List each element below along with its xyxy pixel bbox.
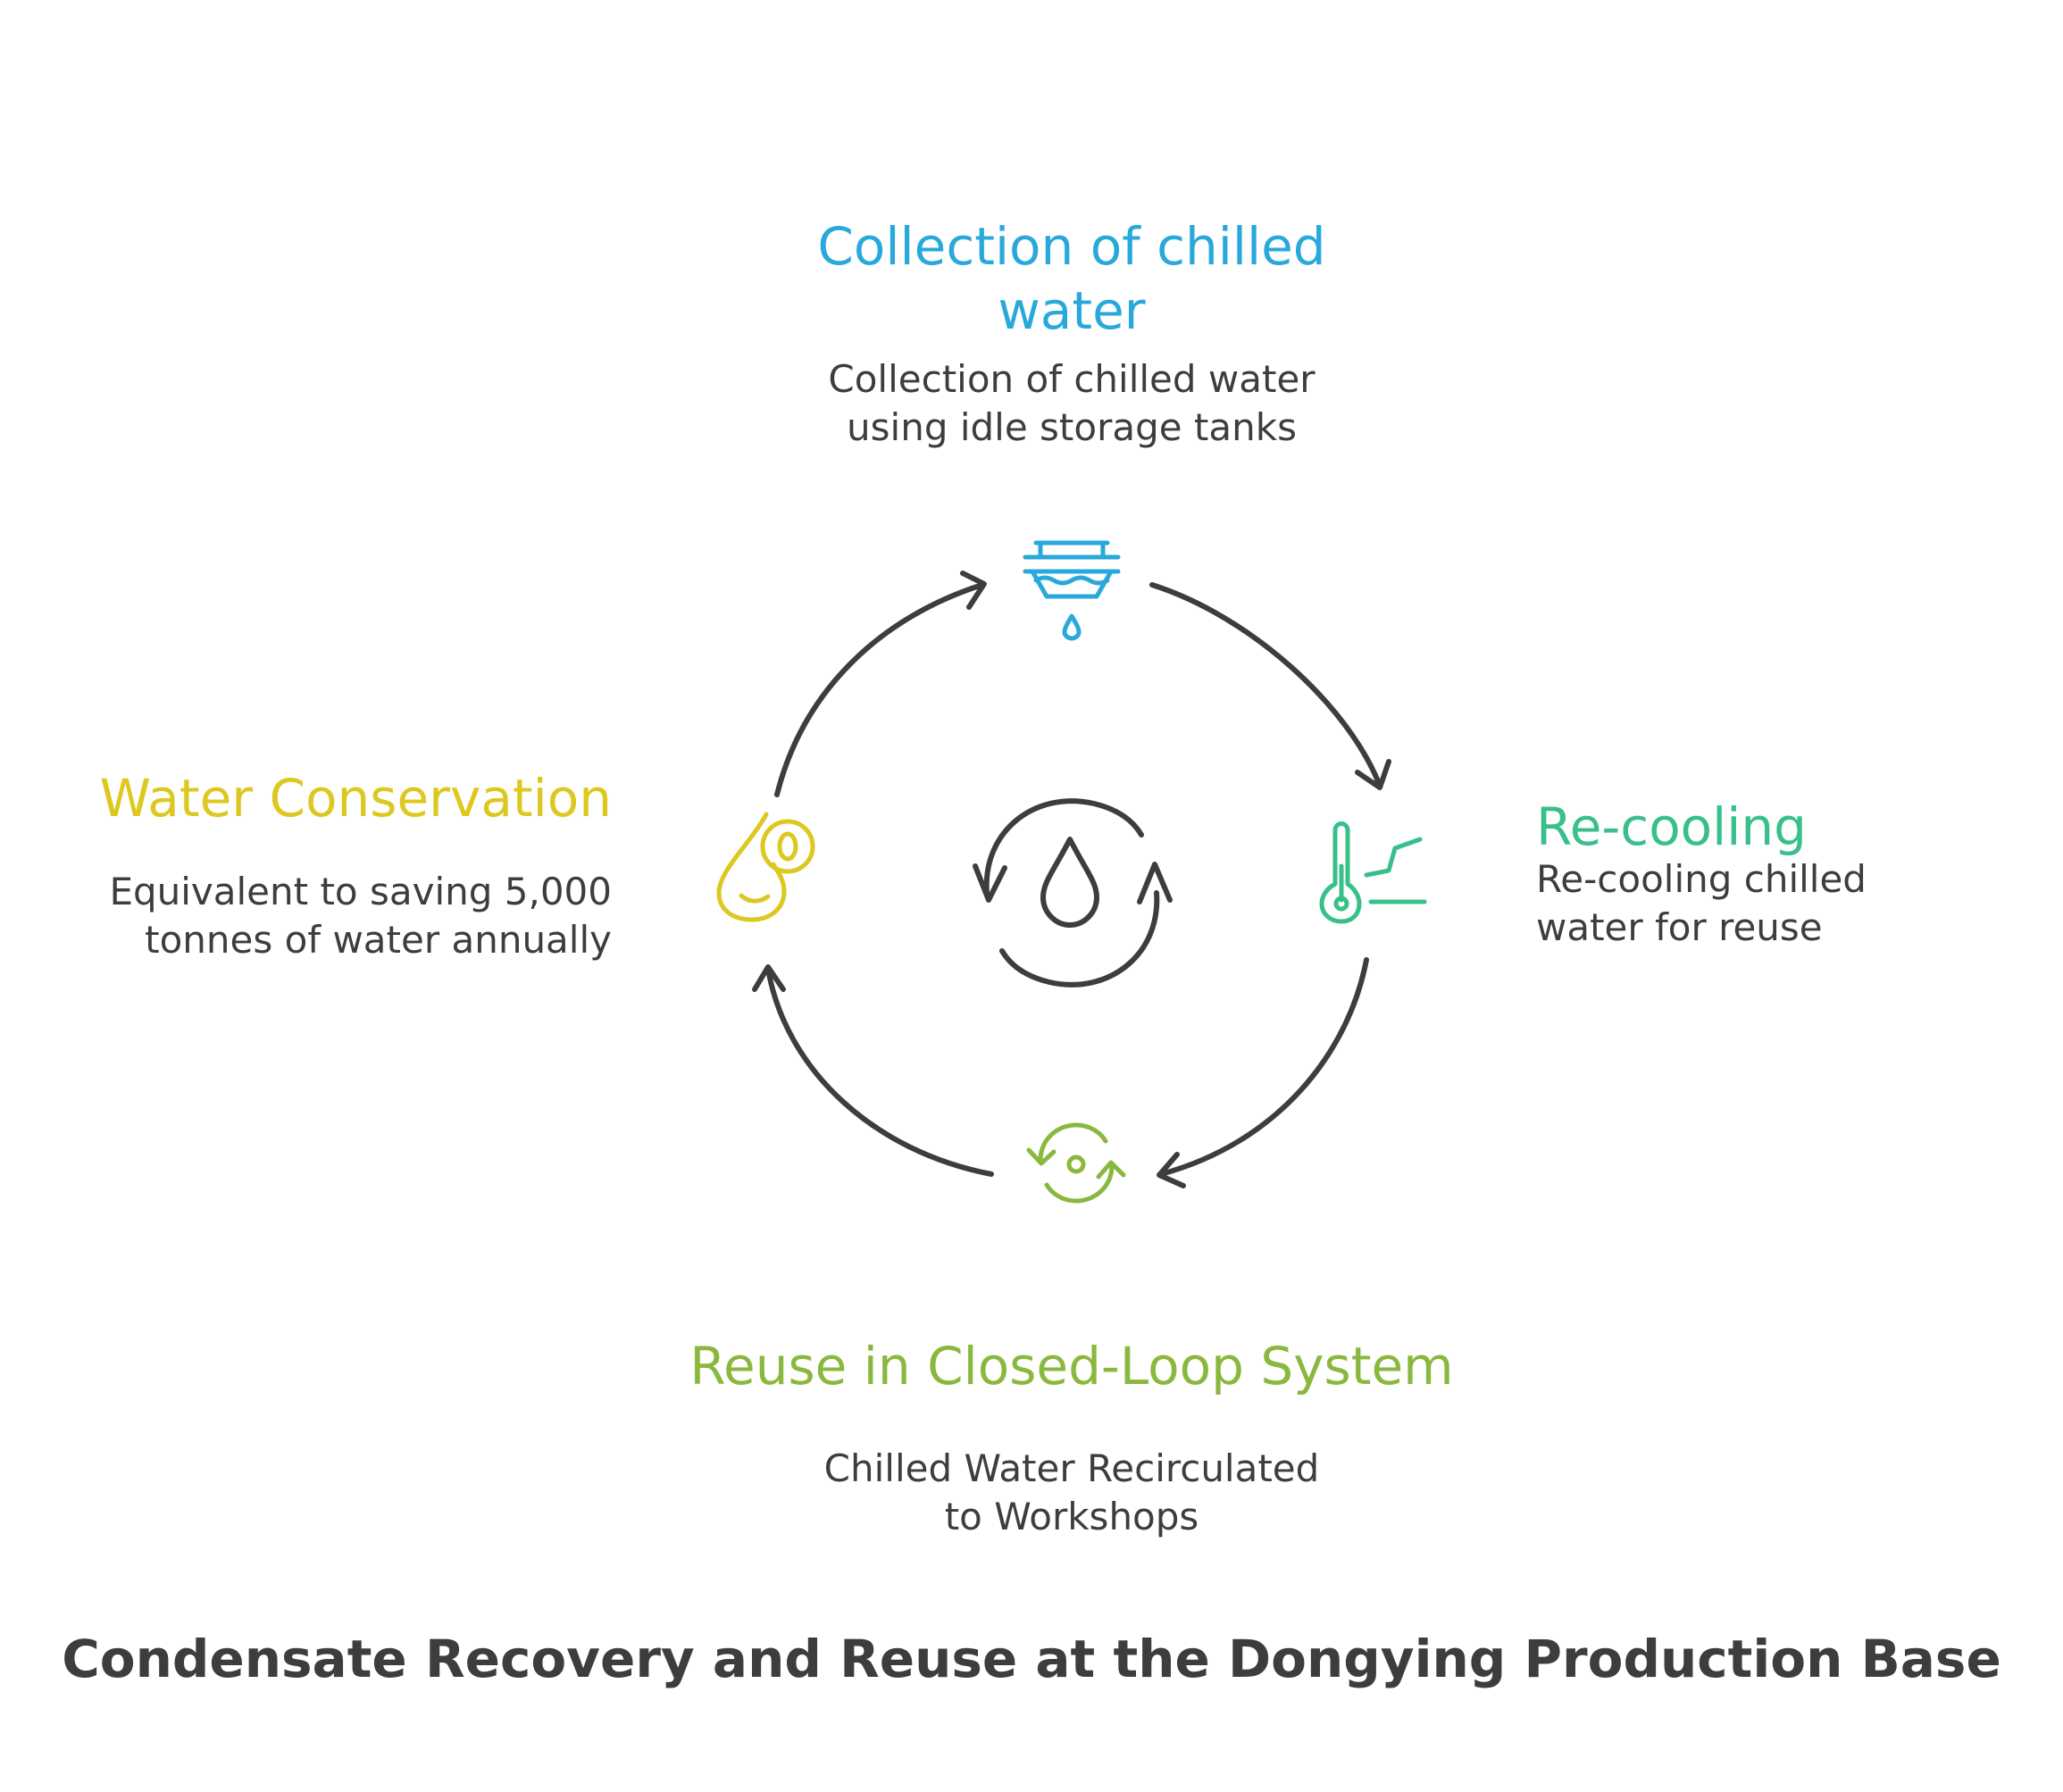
recycle-icon	[1026, 1122, 1126, 1204]
water-tank-icon	[1023, 540, 1121, 641]
water-cycle-icon	[973, 798, 1173, 988]
conservation-heading: Water Conservation	[99, 768, 612, 829]
arrow-reuse-to-conservation	[752, 964, 994, 1177]
reuse-heading: Reuse in Closed-Loop System	[689, 1336, 1454, 1396]
water-drop-coin-icon	[716, 812, 815, 922]
arrow-collection-to-recooling	[1149, 582, 1391, 790]
collection-heading: Collection of chilled water	[817, 216, 1326, 341]
thermometer-icon	[1319, 821, 1427, 924]
collection-description: Collection of chilled water using idle s…	[828, 357, 1315, 449]
cycle-arrows	[752, 571, 1391, 1188]
conservation-description: Equivalent to saving 5,000 tonnes of wat…	[109, 870, 612, 962]
arrow-recooling-to-reuse	[1157, 957, 1369, 1188]
diagram-title: Condensate Recovery and Reuse at the Don…	[62, 1629, 2001, 1689]
reuse-description: Chilled Water Recirculated to Workshops	[823, 1446, 1320, 1538]
recooling-heading: Re-cooling	[1536, 796, 1807, 857]
recooling-description: Re-cooling chilled water for reuse	[1536, 857, 1867, 949]
arrow-conservation-to-collection	[774, 571, 987, 797]
